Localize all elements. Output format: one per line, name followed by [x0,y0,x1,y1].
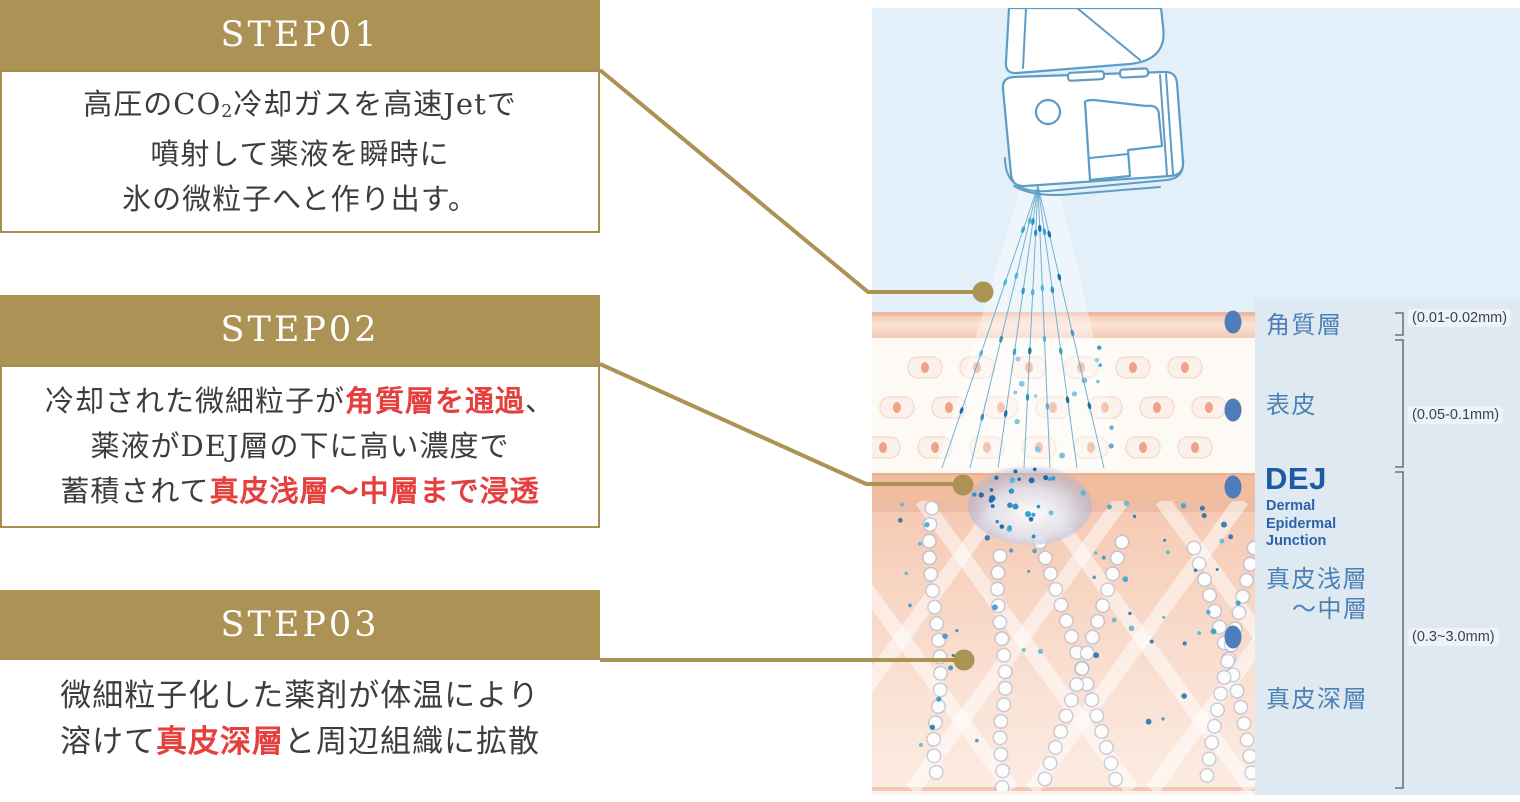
marker-corneum [1224,310,1242,334]
step3-title: STEP03 [220,605,380,645]
text-segment: 蓄積されて [60,474,210,508]
marker-dej [1224,475,1242,499]
measure-corneum: (0.01-0.02mm) [1408,309,1512,327]
dermis-bottom-line [872,787,1255,791]
text-segment: 、 [525,384,556,418]
skin-surface-line [872,312,1255,316]
text-segment: 微細粒子化した薬剤が体温により [60,677,540,714]
step3-text-line2: 溶けて真皮深層と周辺組織に拡散 [0,719,600,765]
marker-dermis [1224,625,1242,649]
medication-droplet [968,465,1092,545]
step1-title: STEP01 [220,15,380,55]
handpiece-device [1001,8,1185,196]
text-segment: と周辺組織に拡散 [284,723,540,760]
step2-text-line3: 蓄積されて真皮浅層～中層まで浸透 [2,469,598,514]
text-segment: 高圧のCO [83,86,222,121]
text-segment: 冷却ガスを高速Jetで [233,86,517,121]
measure-dermis: (0.3~3.0mm) [1408,628,1499,646]
step1-body: 高圧のCO2冷却ガスを高速Jetで 噴射して薬液を瞬時に 氷の微粒子へと作り出す… [0,70,600,233]
label-dej-sub3: Junction [1266,533,1327,549]
label-epidermis: 表皮 [1266,392,1317,419]
spray-cone [936,184,1124,468]
text-segment: 冷却された微細粒子が [44,384,345,418]
label-dej-subtitle: Dermal Epidermal Junction [1266,498,1336,551]
co2-subscript: 2 [221,101,234,122]
layer-marker-dots [1224,310,1242,649]
step3-body: 微細粒子化した薬剤が体温により 溶けて真皮深層と周辺組織に拡散 [0,660,600,777]
step2-text-line1: 冷却された微細粒子が角質層を通過、 [2,379,598,424]
text-segment: 氷の微粒子へと作り出す。 [122,181,478,216]
label-dermis-mid: ～中層 [1292,596,1369,623]
step3-text-line1: 微細粒子化した薬剤が体温により [0,673,600,719]
stratum-corneum-band [872,312,1255,338]
step1-text-line3: 氷の微粒子へと作り出す。 [2,177,598,222]
step1-header: STEP01 [0,0,600,70]
label-dej-sub2: Epidermal [1266,515,1337,532]
step2-text-line2: 薬液がDEJ層の下に高い濃度で [2,424,598,469]
layer-label-panel [1255,297,1520,795]
step2-title: STEP02 [220,310,380,350]
text-segment: 噴射して薬液を瞬時に [150,136,450,171]
text-segment: 薬液がDEJ層の下に高い濃度で [90,429,510,463]
label-dermis-deep: 真皮深層 [1266,686,1368,713]
label-corneum: 角質層 [1266,312,1343,339]
label-dej: DEJ [1265,461,1327,496]
step1-text-line2: 噴射して薬液を瞬時に [2,132,598,177]
marker-epidermis [1224,398,1242,422]
skin-diagram-illustration: 角質層 表皮 DEJ Dermal Epidermal Junction 真皮浅… [872,8,1520,795]
step2-header: STEP02 [0,295,600,365]
text-segment: 溶けて [60,723,156,760]
depth-brackets [1395,312,1404,789]
highlight-red-text: 角質層を通過 [344,384,525,418]
highlight-red-text: 真皮浅層～中層まで浸透 [209,474,540,508]
highlight-red-text: 真皮深層 [156,723,284,760]
collagen-bead-chains [921,501,1255,791]
step2-body: 冷却された微細粒子が角質層を通過、 薬液がDEJ層の下に高い濃度で 蓄積されて真… [0,365,600,528]
step1-text-line1: 高圧のCO2冷却ガスを高速Jetで [2,82,598,132]
medication-particles [897,345,1241,747]
label-dermis-upper: 真皮浅層 [1266,566,1368,593]
skin-diagram-svg [872,8,1520,795]
dermis-bottom-pale [872,791,1255,795]
step3-header: STEP03 [0,590,600,660]
label-dej-sub1: Dermal [1266,498,1316,514]
measure-epidermis: (0.05-0.1mm) [1408,406,1504,424]
